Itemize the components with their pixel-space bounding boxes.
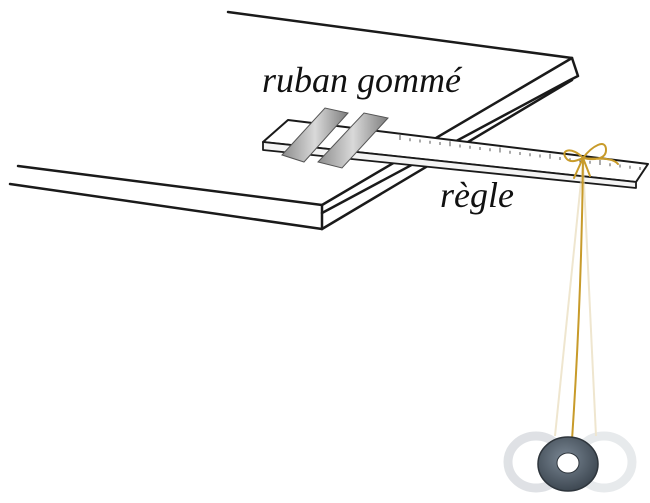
tape-strip-right [317,112,389,169]
ruler-side-face [262,141,637,189]
tape-strip-left [281,107,349,163]
table-left-edge-top [16,164,324,207]
ruler-ticks [399,135,641,170]
tape-label: ruban gommé [262,60,461,100]
bow-knot-icon [563,143,619,179]
mass-hole [556,452,580,474]
table-top-front-edge [320,56,574,207]
table-back-edge [226,10,574,60]
tape-strips [281,107,389,169]
string-line [571,159,584,441]
motion-blur [503,161,637,493]
table-left-edge-bottom [8,182,324,231]
pendulum-string [563,143,619,441]
ghost-string-left [554,161,584,437]
ghost-string-right [582,161,597,437]
ruler-label: règle [440,175,514,215]
pendulum-mass [537,436,599,492]
